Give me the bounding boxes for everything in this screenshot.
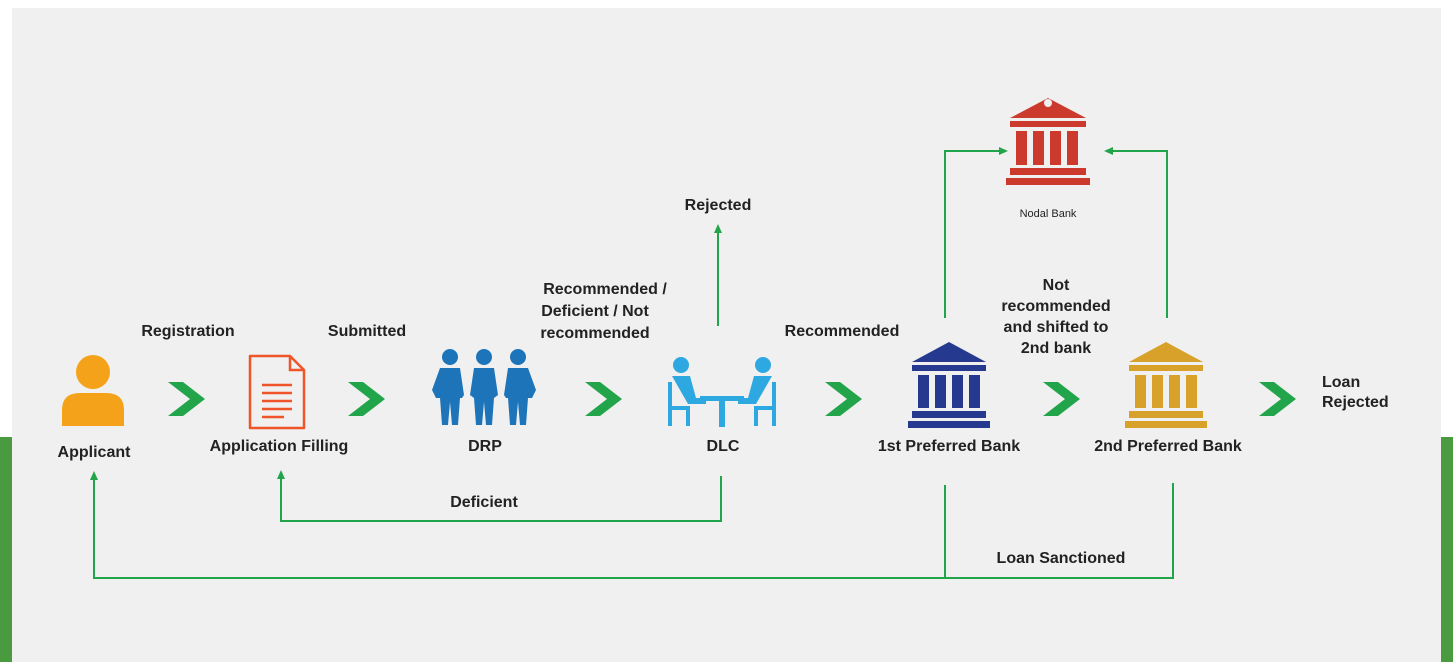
deficient-connector [277,470,722,522]
chevron-icon [1043,382,1080,416]
right-accent-bar [1441,437,1453,662]
bank-2-icon [1125,342,1207,428]
bank-1-icon [908,342,990,428]
dlc-meeting-icon [668,357,776,427]
loan-sanctioned-label: Loan Sanctioned [996,550,1126,567]
not-recommended-label-2: recommended [1001,298,1111,315]
chevron-icon [825,382,862,416]
nodal-bank-icon [1006,98,1090,185]
bank1-label: 1st Preferred Bank [877,438,1021,455]
drp-label: DRP [468,438,502,455]
application-filling-label: Application Filling [209,438,349,455]
rejected-label: Rejected [684,197,752,214]
document-icon [248,354,306,430]
drp-outcome-label-2: Deficient / Not [541,303,649,320]
bank2-nodal-connector [1104,147,1168,318]
applicant-label: Applicant [57,444,131,461]
not-recommended-label-1: Not [1042,277,1070,294]
deficient-label: Deficient [450,494,518,511]
chevron-arrows [168,382,1296,416]
not-recommended-label-3: and shifted to [1003,319,1109,336]
recommended-label: Recommended [784,323,900,340]
loan-rejected-label-1: Loan [1322,374,1361,391]
drp-people-icon [432,349,536,425]
dlc-label: DLC [706,438,740,455]
bank1-nodal-connector [944,147,1008,318]
bank2-label: 2nd Preferred Bank [1094,438,1242,455]
nodal-bank-label: Nodal Bank [1019,208,1077,220]
registration-label: Registration [141,323,235,340]
chevron-icon [168,382,205,416]
diagram-panel [12,8,1441,662]
drp-outcome-label-1: Recommended / [543,281,667,298]
chevron-icon [348,382,385,416]
drp-outcome-label-3: recommended [540,325,650,342]
submitted-label: Submitted [327,323,407,340]
chevron-icon [1259,382,1296,416]
chevron-icon [585,382,622,416]
loan-sanctioned-connector [90,471,1174,579]
left-accent-bar [0,437,12,662]
applicant-icon [62,355,124,426]
not-recommended-label-4: 2nd bank [1020,340,1092,357]
loan-rejected-label-2: Rejected [1322,394,1389,411]
